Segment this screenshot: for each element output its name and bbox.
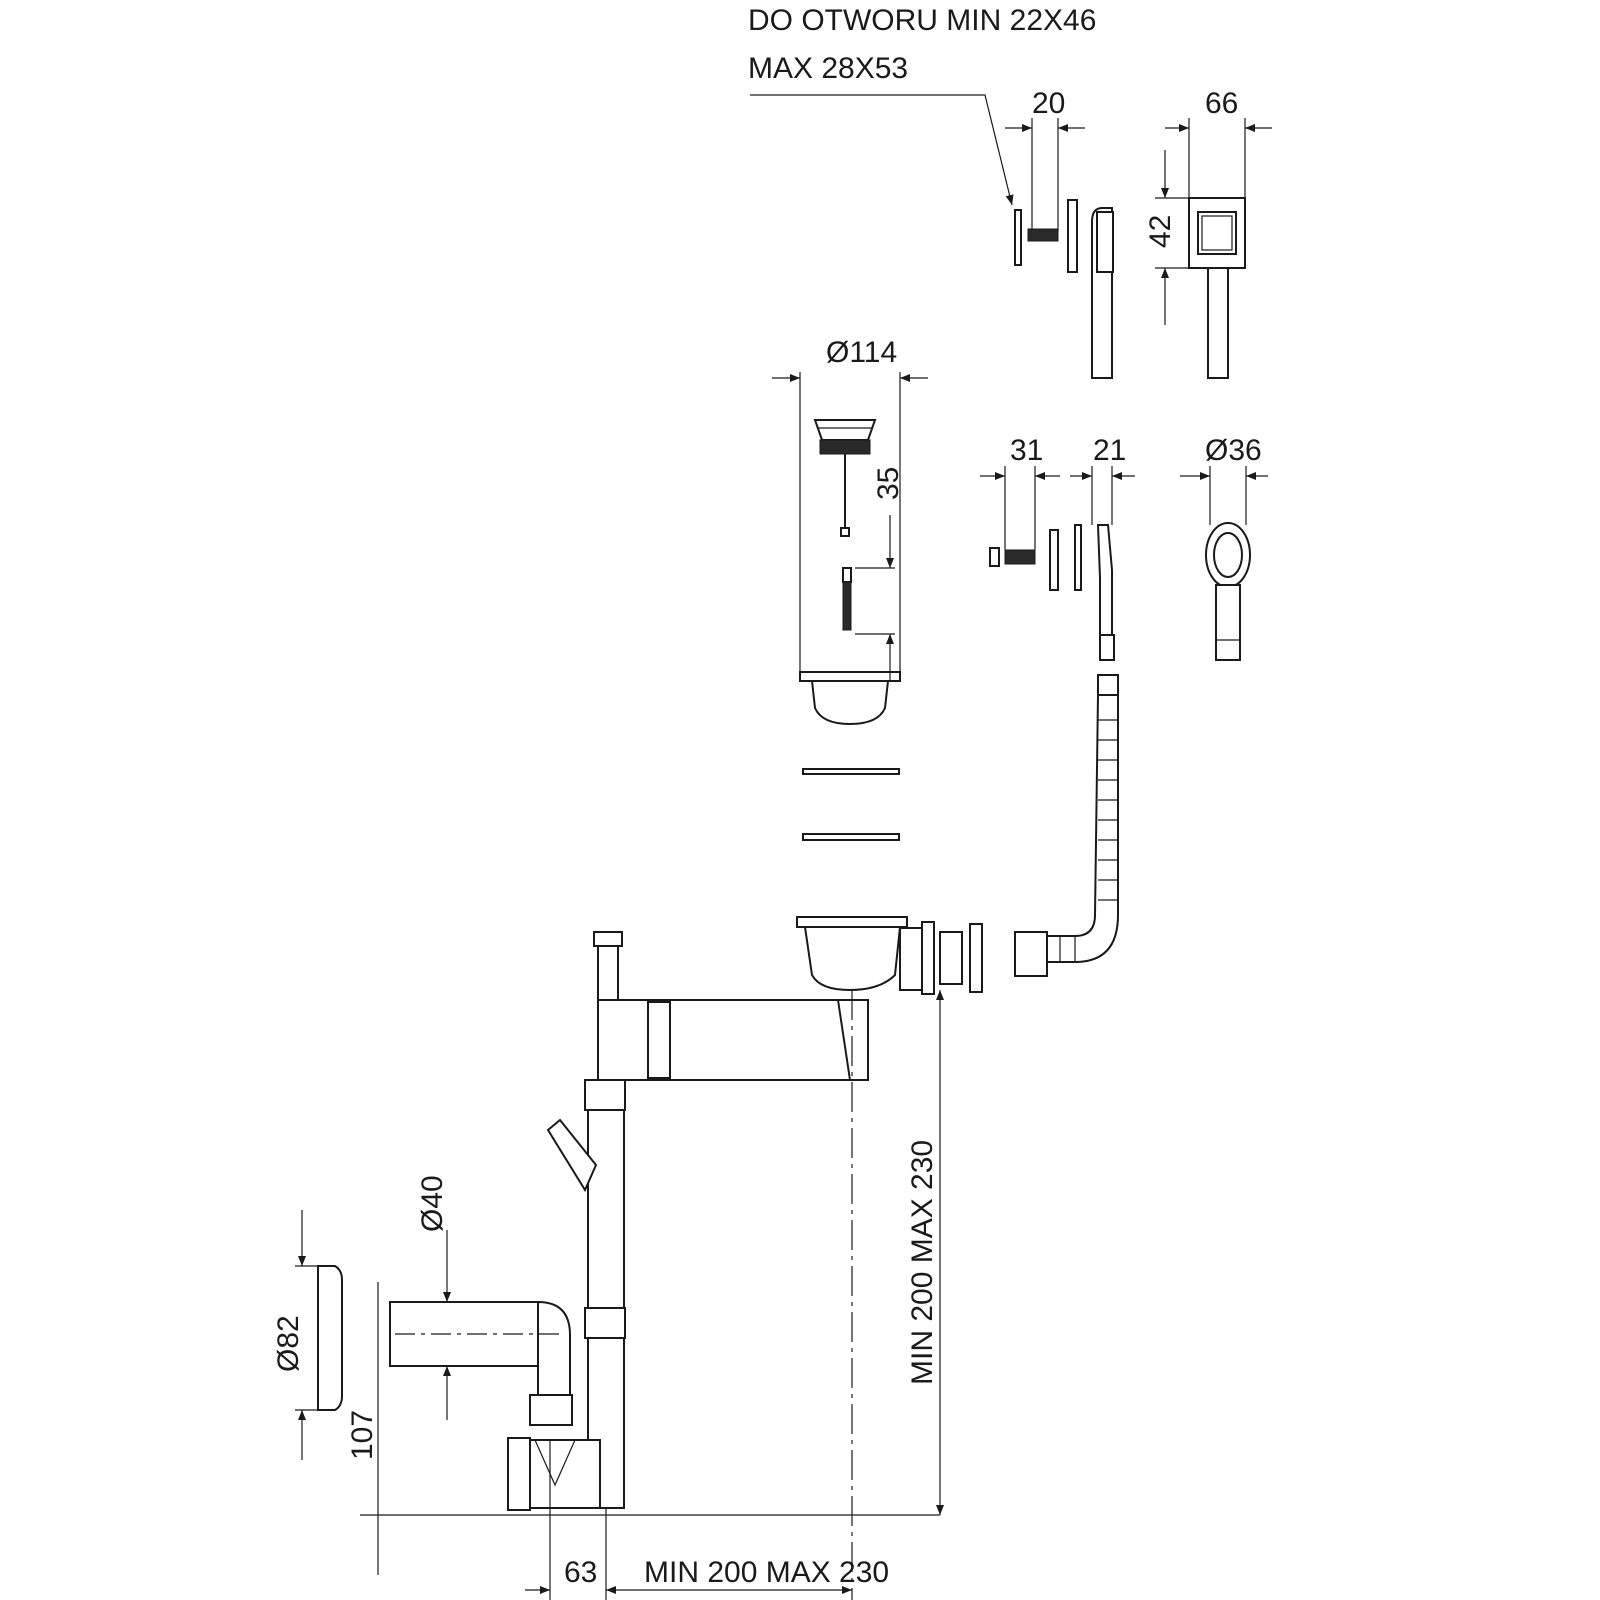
dim-107-label: 107: [346, 1410, 379, 1460]
overflow-hole-label-line1: DO OTWORU MIN 22X46: [748, 4, 1096, 37]
dim-66-label: 66: [1205, 87, 1238, 120]
gasket-2: [802, 833, 900, 841]
dim-20-label: 20: [1032, 87, 1065, 120]
wall-rosette: [317, 1265, 343, 1411]
siphon-assembly: [389, 916, 935, 1600]
dim-d40-label: Ø40: [416, 1175, 449, 1232]
gasket-1: [802, 768, 900, 775]
dim-d114-label: Ø114: [826, 336, 897, 369]
overflow-hole-label-line2: MAX 28X53: [748, 52, 908, 85]
overflow-leader-line: [750, 94, 1014, 206]
dim-63-label: 63: [564, 1556, 597, 1589]
square-overflow-parts: [1014, 197, 1246, 379]
dim-31-label: 31: [1010, 434, 1043, 467]
flexible-overflow-hose: [939, 674, 1119, 993]
dim-35-label: 35: [872, 467, 905, 500]
dim-vertical-range-label: MIN 200 MAX 230: [906, 1140, 939, 1385]
dim-d36-label: Ø36: [1205, 434, 1262, 467]
dim-d82-label: Ø82: [272, 1315, 305, 1372]
basket-strainer: [799, 419, 901, 726]
dim-horizontal-range-label: MIN 200 MAX 230: [644, 1556, 889, 1589]
dim-21-label: 21: [1093, 434, 1126, 467]
round-overflow-parts: [989, 522, 1251, 661]
dim-42-label: 42: [1144, 215, 1177, 248]
